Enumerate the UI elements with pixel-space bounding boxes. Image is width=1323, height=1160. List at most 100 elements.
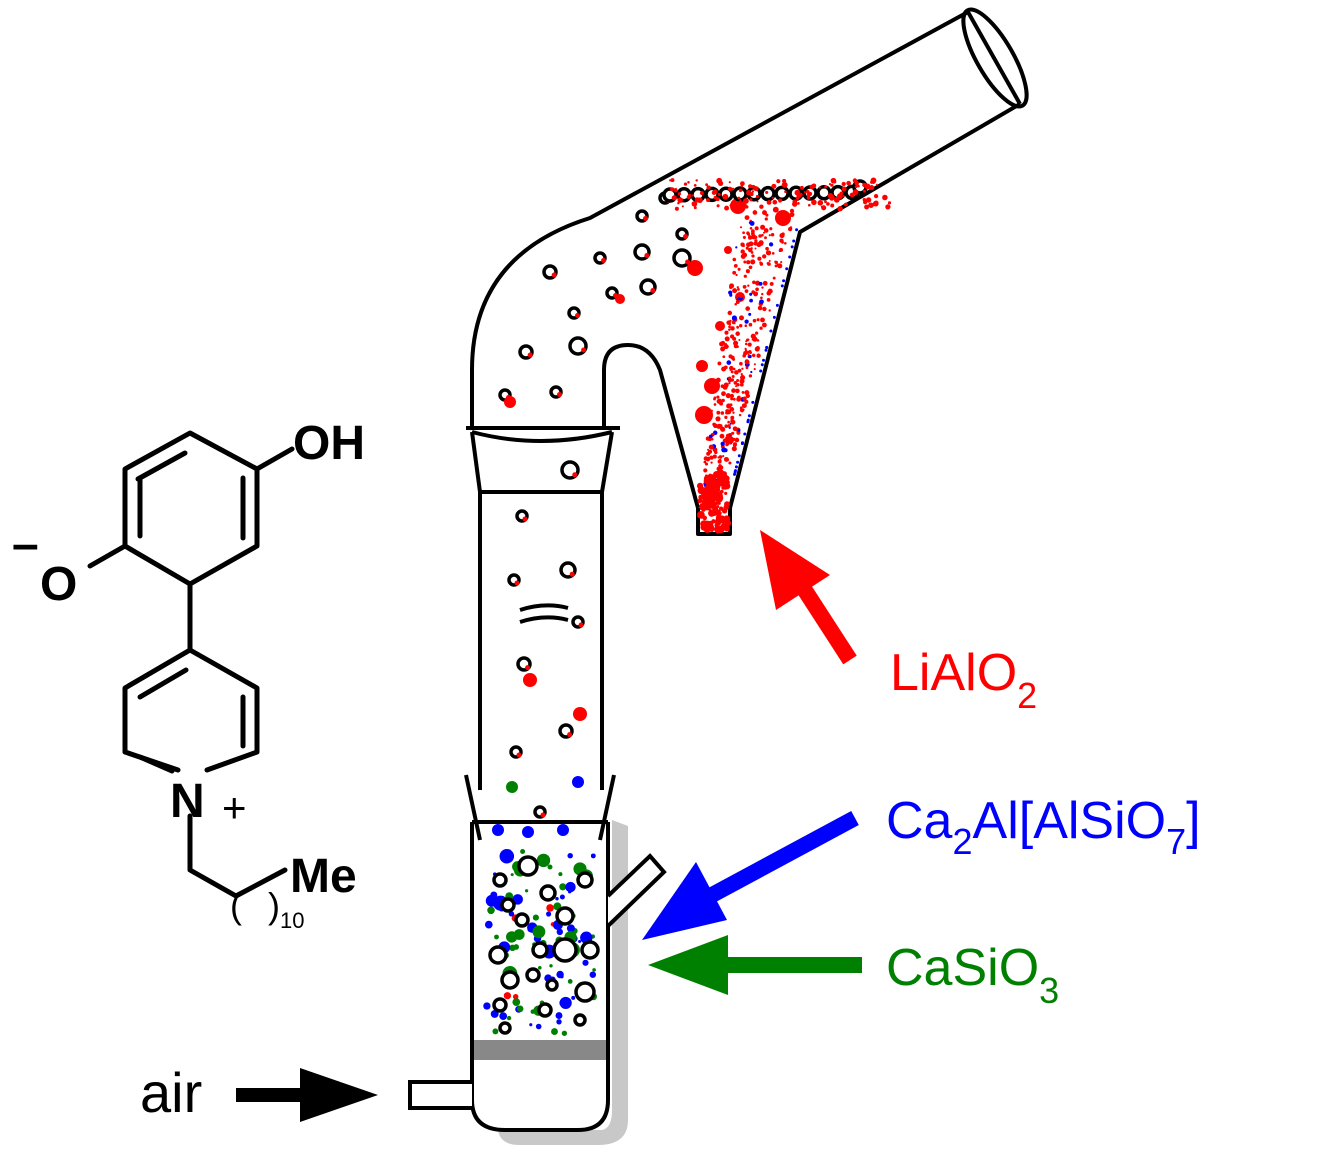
cyclone-dust <box>753 186 759 192</box>
cyclone-dust <box>730 370 734 374</box>
riser-column <box>478 490 604 790</box>
cyclone-dust <box>719 465 724 470</box>
cyclone-dust <box>727 420 730 424</box>
cyclone-dust <box>751 229 755 234</box>
liaio2-arrow <box>760 530 857 665</box>
riser-dust <box>572 472 578 478</box>
collected-liaio2 <box>717 474 725 481</box>
bed-bubble <box>498 1021 512 1035</box>
cyclone-dust <box>720 346 726 352</box>
cyclone-dust <box>870 180 874 184</box>
cyclone-dust <box>768 234 771 237</box>
gehlenite-end: ] <box>1186 792 1200 850</box>
cyclone-dust <box>712 422 716 427</box>
bed-dust-particle <box>561 1030 568 1036</box>
bed-bubble <box>492 997 508 1013</box>
cyclone-dust <box>710 461 713 464</box>
bed-dust-particle <box>503 992 512 1000</box>
cyclone-dust <box>720 441 725 446</box>
bend-dust <box>575 313 580 318</box>
cyclone-particle <box>726 436 734 444</box>
bed-dust-particle <box>559 894 565 900</box>
cyclone-dust <box>772 276 776 280</box>
cyclone-dust <box>744 359 750 365</box>
liaio2-sub: 2 <box>1017 675 1037 716</box>
cyclone-dust <box>752 210 758 215</box>
cyclone-dust <box>863 200 868 205</box>
cyclone-dust <box>728 461 732 465</box>
cyclone-blue-dust <box>740 442 744 445</box>
cyclone-dust <box>736 345 739 348</box>
bed-bubble <box>488 945 508 965</box>
collected-liaio2 <box>721 524 727 530</box>
particles <box>483 177 892 1036</box>
cyclone-dust <box>817 200 824 206</box>
cyclone-dust <box>721 398 725 403</box>
cyclone-dust <box>733 442 737 447</box>
cyclone-dust <box>747 338 750 341</box>
cyclone-dust <box>718 455 723 459</box>
bed-dust-particle <box>487 906 495 915</box>
cyclone-dust <box>729 407 735 412</box>
bend-particle <box>687 260 703 276</box>
bed-dust-particle <box>532 914 539 921</box>
cyclone-dust <box>735 273 738 277</box>
cyclone-dust <box>743 274 747 278</box>
bend-particle <box>504 396 516 408</box>
cyclone-dust <box>716 395 720 399</box>
cyclone-dust <box>745 269 750 274</box>
cyclone-dust <box>783 241 787 245</box>
cyclone-dust <box>747 284 750 287</box>
bend-dust <box>644 253 650 258</box>
cyclone-blue-dust <box>751 400 755 404</box>
molecule-structure <box>87 430 295 899</box>
cyclone-dust <box>699 191 704 195</box>
cyclone-dust <box>739 199 742 202</box>
bed-dust-particle <box>556 928 564 936</box>
liaio2-label: LiAlO2 <box>890 644 1037 716</box>
cyclone-dust <box>728 325 731 329</box>
collected-liaio2 <box>699 513 704 518</box>
air-label: air <box>140 1061 202 1124</box>
cyclone-dust <box>809 184 815 190</box>
cyclone-dust <box>863 189 866 193</box>
cyclone-dust <box>739 361 743 366</box>
bend-dust <box>650 288 656 293</box>
cyclone-dust <box>707 449 713 454</box>
cyclone-dust <box>717 398 722 404</box>
cyclone-dust <box>764 236 767 240</box>
bed-dust-particle <box>559 974 564 979</box>
cyclone-dust <box>706 185 711 190</box>
collected-liaio2 <box>719 516 726 523</box>
cyclone-dust <box>778 198 783 203</box>
cyclone-dust <box>742 353 747 358</box>
cyclone-dust <box>723 456 729 462</box>
cyclone-blue-dust <box>788 255 792 259</box>
cyclone-dust <box>748 322 753 327</box>
cyclone-dust <box>755 346 760 351</box>
cyclone-dust <box>754 239 758 243</box>
cyclone-dust <box>732 367 736 371</box>
cyclone-dust <box>719 489 724 494</box>
collected-liaio2 <box>715 518 721 524</box>
bed-dust-particle <box>592 968 596 972</box>
molecule-labels: OH O – N + Me ( ) 10 <box>12 417 365 933</box>
air-arrowhead <box>300 1068 378 1122</box>
cyclone-dust <box>716 423 722 429</box>
cyclone-dust <box>778 247 784 252</box>
cyclone-dust <box>731 375 735 378</box>
cyclone-dust <box>774 260 777 264</box>
bed-particle <box>559 996 572 1009</box>
cyclone-dust <box>760 224 766 230</box>
cyclone-dust <box>868 202 874 208</box>
cyclone-blue-dust <box>759 369 763 373</box>
plus-sign: + <box>222 784 247 831</box>
gehlenite-sub1: 2 <box>952 821 972 862</box>
bed-dust-particle <box>567 852 573 859</box>
cyclone-dust <box>857 184 860 188</box>
cyclone-dust <box>708 434 713 439</box>
cyclone-dust <box>730 397 734 401</box>
cyclone-blue-dust <box>764 348 768 352</box>
bed-dust-particle <box>484 920 493 929</box>
